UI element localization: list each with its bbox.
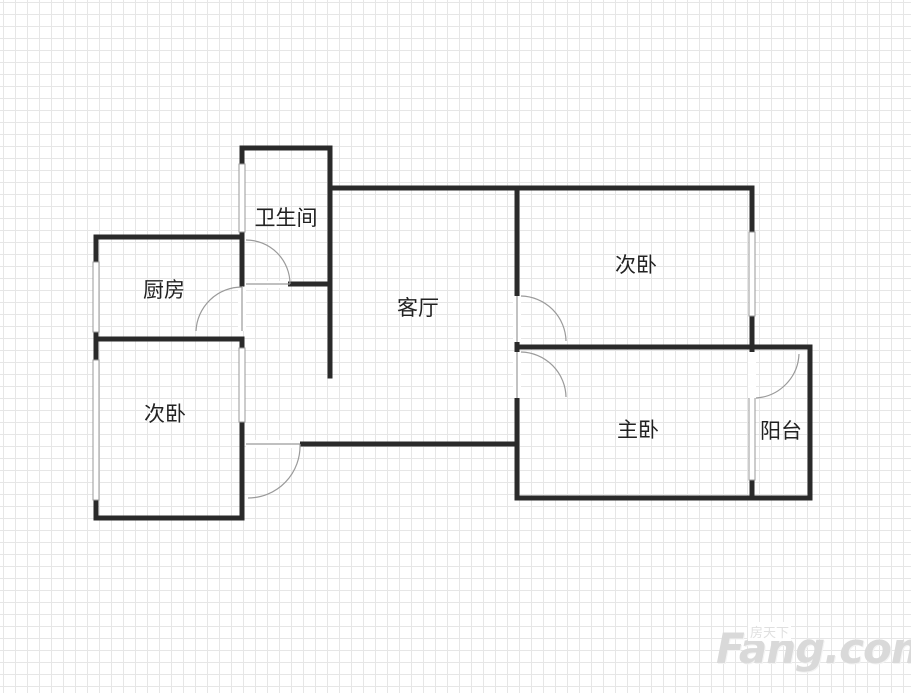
door-kitchen [195, 286, 243, 332]
label-balcony: 阳台 [760, 419, 802, 443]
window-bedroom-right [748, 231, 756, 317]
windows [92, 163, 756, 501]
label-bedroom-left: 次卧 [144, 402, 186, 426]
window-left-bedroom-inner [238, 347, 246, 423]
label-master-bedroom: 主卧 [617, 418, 659, 442]
label-kitchen: 厨房 [143, 278, 185, 302]
label-bathroom: 卫生间 [255, 206, 318, 230]
watermark-logo: Fang.com 房天下 [716, 616, 911, 682]
label-bedroom-top-right: 次卧 [615, 253, 657, 277]
door-bedroom-right [520, 295, 567, 342]
doors [195, 239, 800, 499]
wall-master-outer [514, 344, 813, 501]
walls [93, 145, 813, 521]
window-bathroom [238, 163, 246, 233]
room-labels: 卫生间 厨房 客厅 次卧 次卧 主卧 阳台 [143, 206, 802, 443]
wall-top [327, 185, 755, 351]
wall-bathroom [239, 145, 333, 379]
label-living-room: 客厅 [397, 296, 439, 320]
wall-kitchen [93, 234, 245, 521]
door-balcony [755, 353, 800, 399]
door-bathroom [245, 239, 291, 285]
door-master [520, 351, 567, 398]
door-entrance [247, 443, 301, 499]
watermark-brand-cn: 房天下 [748, 622, 792, 641]
window-kitchen [92, 261, 100, 333]
window-left-bedroom [92, 359, 100, 501]
watermark-brand: Fang.com [716, 624, 911, 673]
